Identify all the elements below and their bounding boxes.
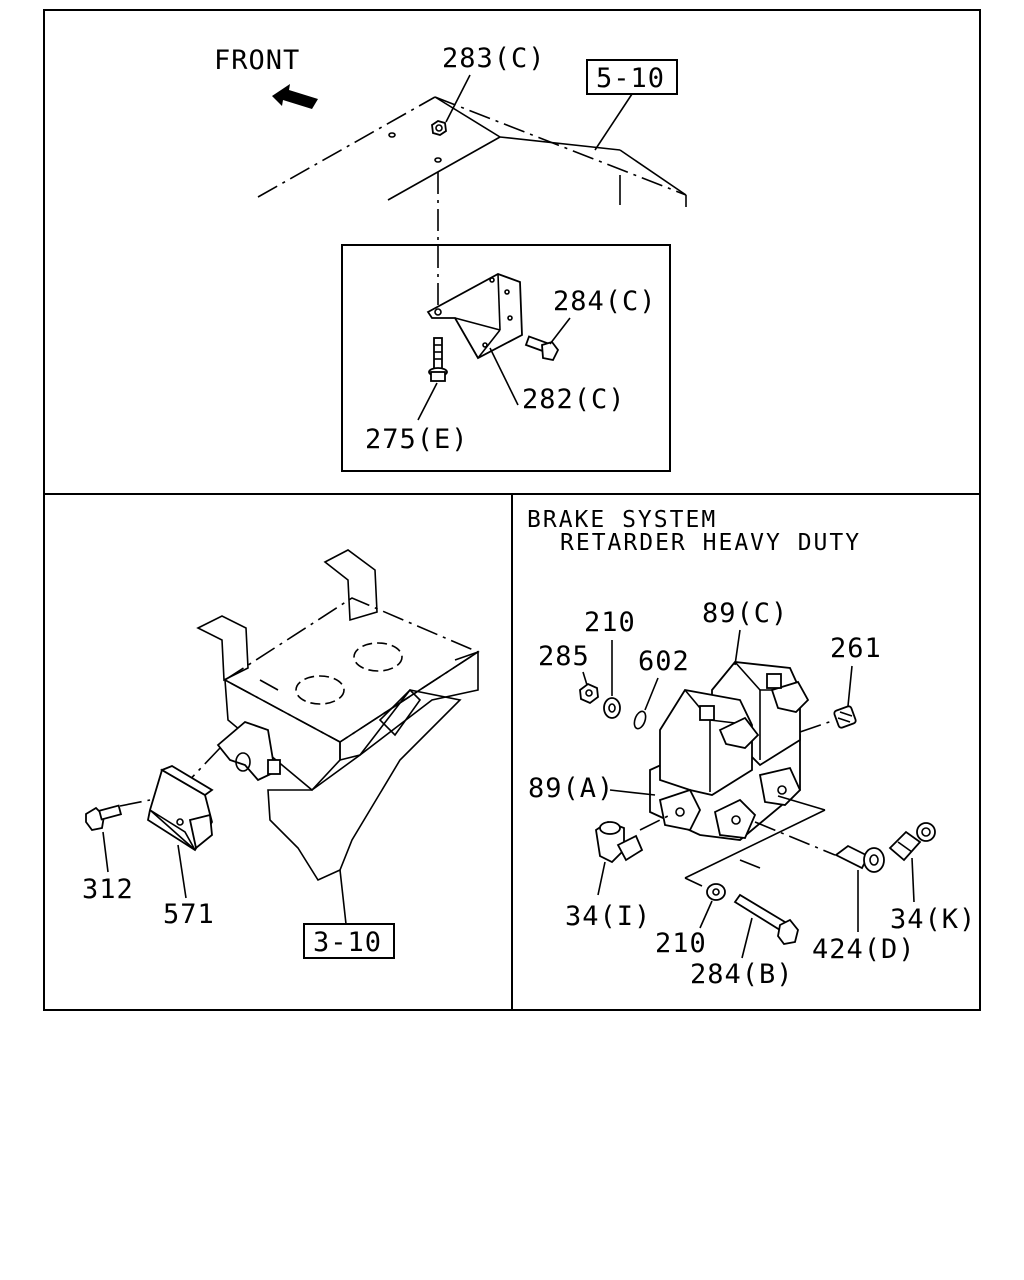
callout-210-bottom: 210	[655, 928, 707, 959]
bracket-282c	[426, 273, 523, 360]
callout-284b: 284(B)	[690, 959, 794, 990]
diagram-frame	[43, 9, 981, 1011]
nut-285	[579, 682, 599, 705]
panel-heading-line1: BRAKE SYSTEM	[527, 507, 717, 533]
bottom-left-panel: 571 312 3-10	[82, 549, 480, 959]
callout-285: 285	[538, 641, 590, 672]
callout-34i: 34(I)	[565, 901, 651, 932]
callout-34k: 34(K)	[890, 904, 976, 935]
callout-283c: 283(C)	[442, 43, 546, 74]
frame-rail	[257, 96, 687, 207]
callout-89c: 89(C)	[702, 598, 788, 629]
detail-inset-box	[341, 244, 671, 472]
callout-89a: 89(A)	[528, 773, 614, 804]
panel-heading-line2: RETARDER HEAVY DUTY	[560, 530, 861, 556]
fitting-34k	[888, 822, 936, 862]
callout-312: 312	[82, 874, 134, 905]
callout-602: 602	[638, 646, 690, 677]
bolt-284b	[733, 893, 799, 945]
plug-261	[833, 705, 857, 729]
module-571	[146, 764, 214, 852]
banjo-424d	[834, 844, 885, 873]
bolt-284c	[524, 335, 560, 362]
valve-assembly	[649, 661, 810, 841]
nut-283c	[431, 120, 447, 136]
front-arrow-icon	[272, 84, 318, 109]
bolt-312	[85, 804, 123, 831]
washer-210-bottom	[706, 883, 726, 901]
bottom-right-panel: BRAKE SYSTEM RETARDER HEAVY DUTY	[527, 507, 976, 990]
callout-424d: 424(D)	[812, 934, 916, 965]
bolt-275e	[428, 337, 448, 382]
elbow-34i	[595, 820, 644, 864]
callout-210-top: 210	[584, 607, 636, 638]
ref-label-3-10: 3-10	[313, 927, 382, 958]
callout-571: 571	[163, 899, 215, 930]
crossmember-assembly	[196, 549, 480, 882]
front-label: FRONT	[214, 45, 300, 76]
ref-box-3-10	[303, 923, 395, 959]
oring-602	[633, 710, 647, 730]
callout-261: 261	[830, 633, 882, 664]
top-panel: FRONT 283(C) 5-10	[214, 43, 687, 472]
ref-label-5-10: 5-10	[596, 63, 665, 94]
washer-210-top	[603, 697, 621, 719]
callout-282c: 282(C)	[522, 384, 626, 415]
callout-275e: 275(E)	[365, 424, 469, 455]
callout-284c: 284(C)	[553, 286, 657, 317]
